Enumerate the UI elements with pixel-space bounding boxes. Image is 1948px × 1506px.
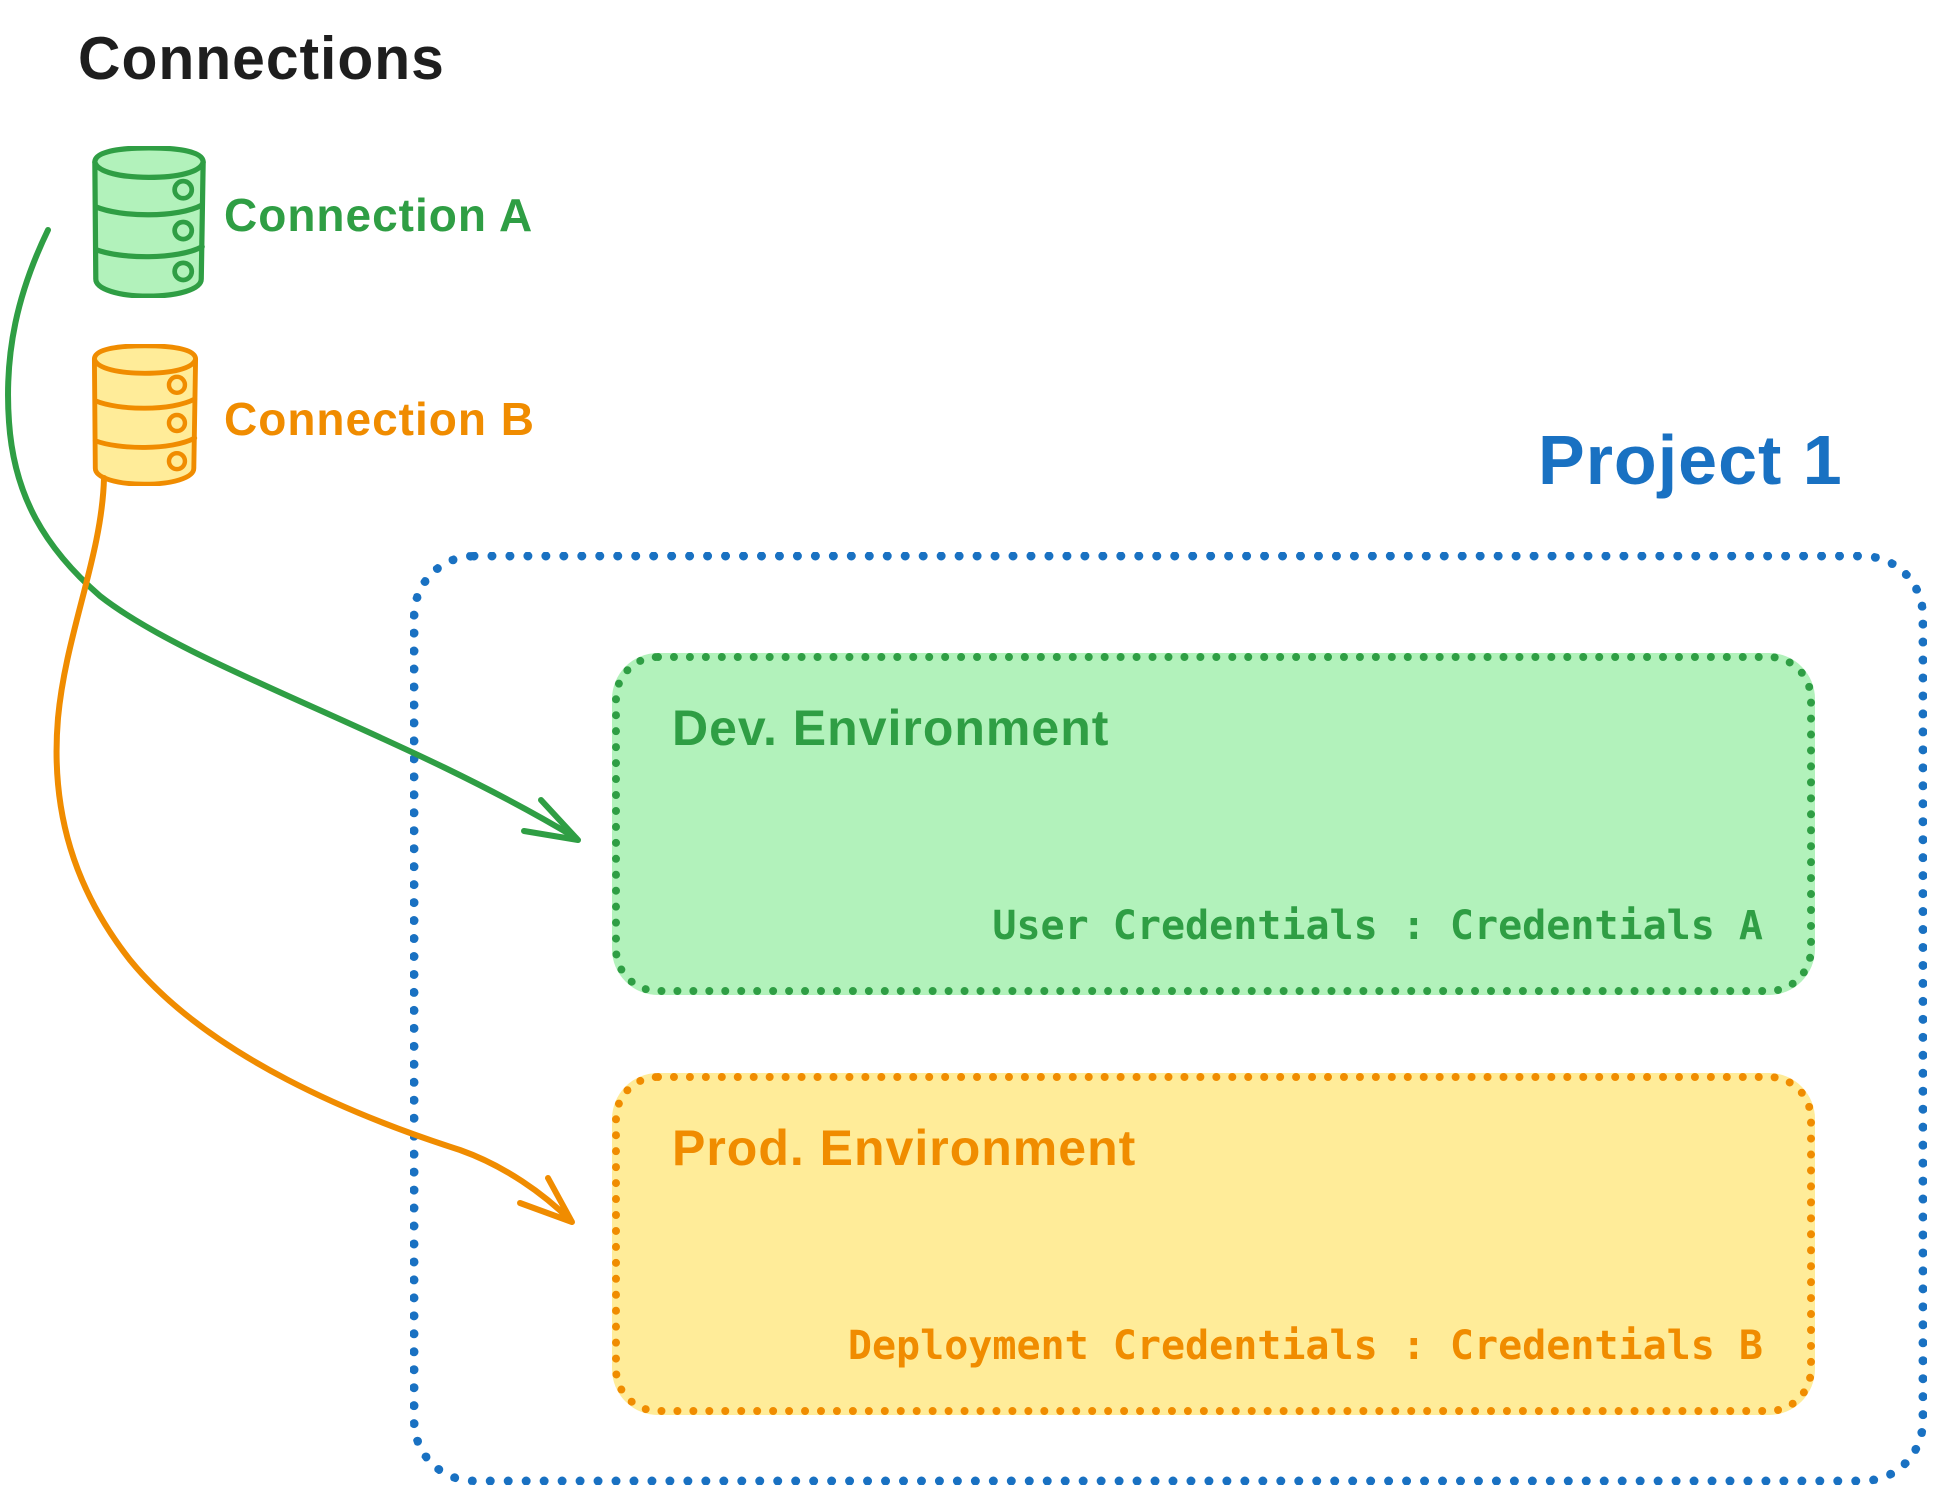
prod-environment-title: Prod. Environment: [672, 1120, 1137, 1176]
dev-environment-title: Dev. Environment: [672, 700, 1110, 756]
database-icon: [92, 146, 206, 298]
prod-environment-credentials: Deployment Credentials : Credentials B: [847, 1323, 1763, 1369]
database-icon: [91, 344, 199, 486]
connection-a-label: Connection A: [224, 189, 534, 241]
dev-environment-credentials: User Credentials : Credentials A: [992, 903, 1763, 949]
connection-b-label: Connection B: [224, 393, 535, 445]
dev-environment-box: Dev. Environment User Credentials : Cred…: [612, 653, 1815, 995]
prod-environment-box: Prod. Environment Deployment Credentials…: [612, 1073, 1815, 1415]
connections-title: Connections: [78, 25, 445, 92]
project-title: Project 1: [1538, 421, 1843, 499]
